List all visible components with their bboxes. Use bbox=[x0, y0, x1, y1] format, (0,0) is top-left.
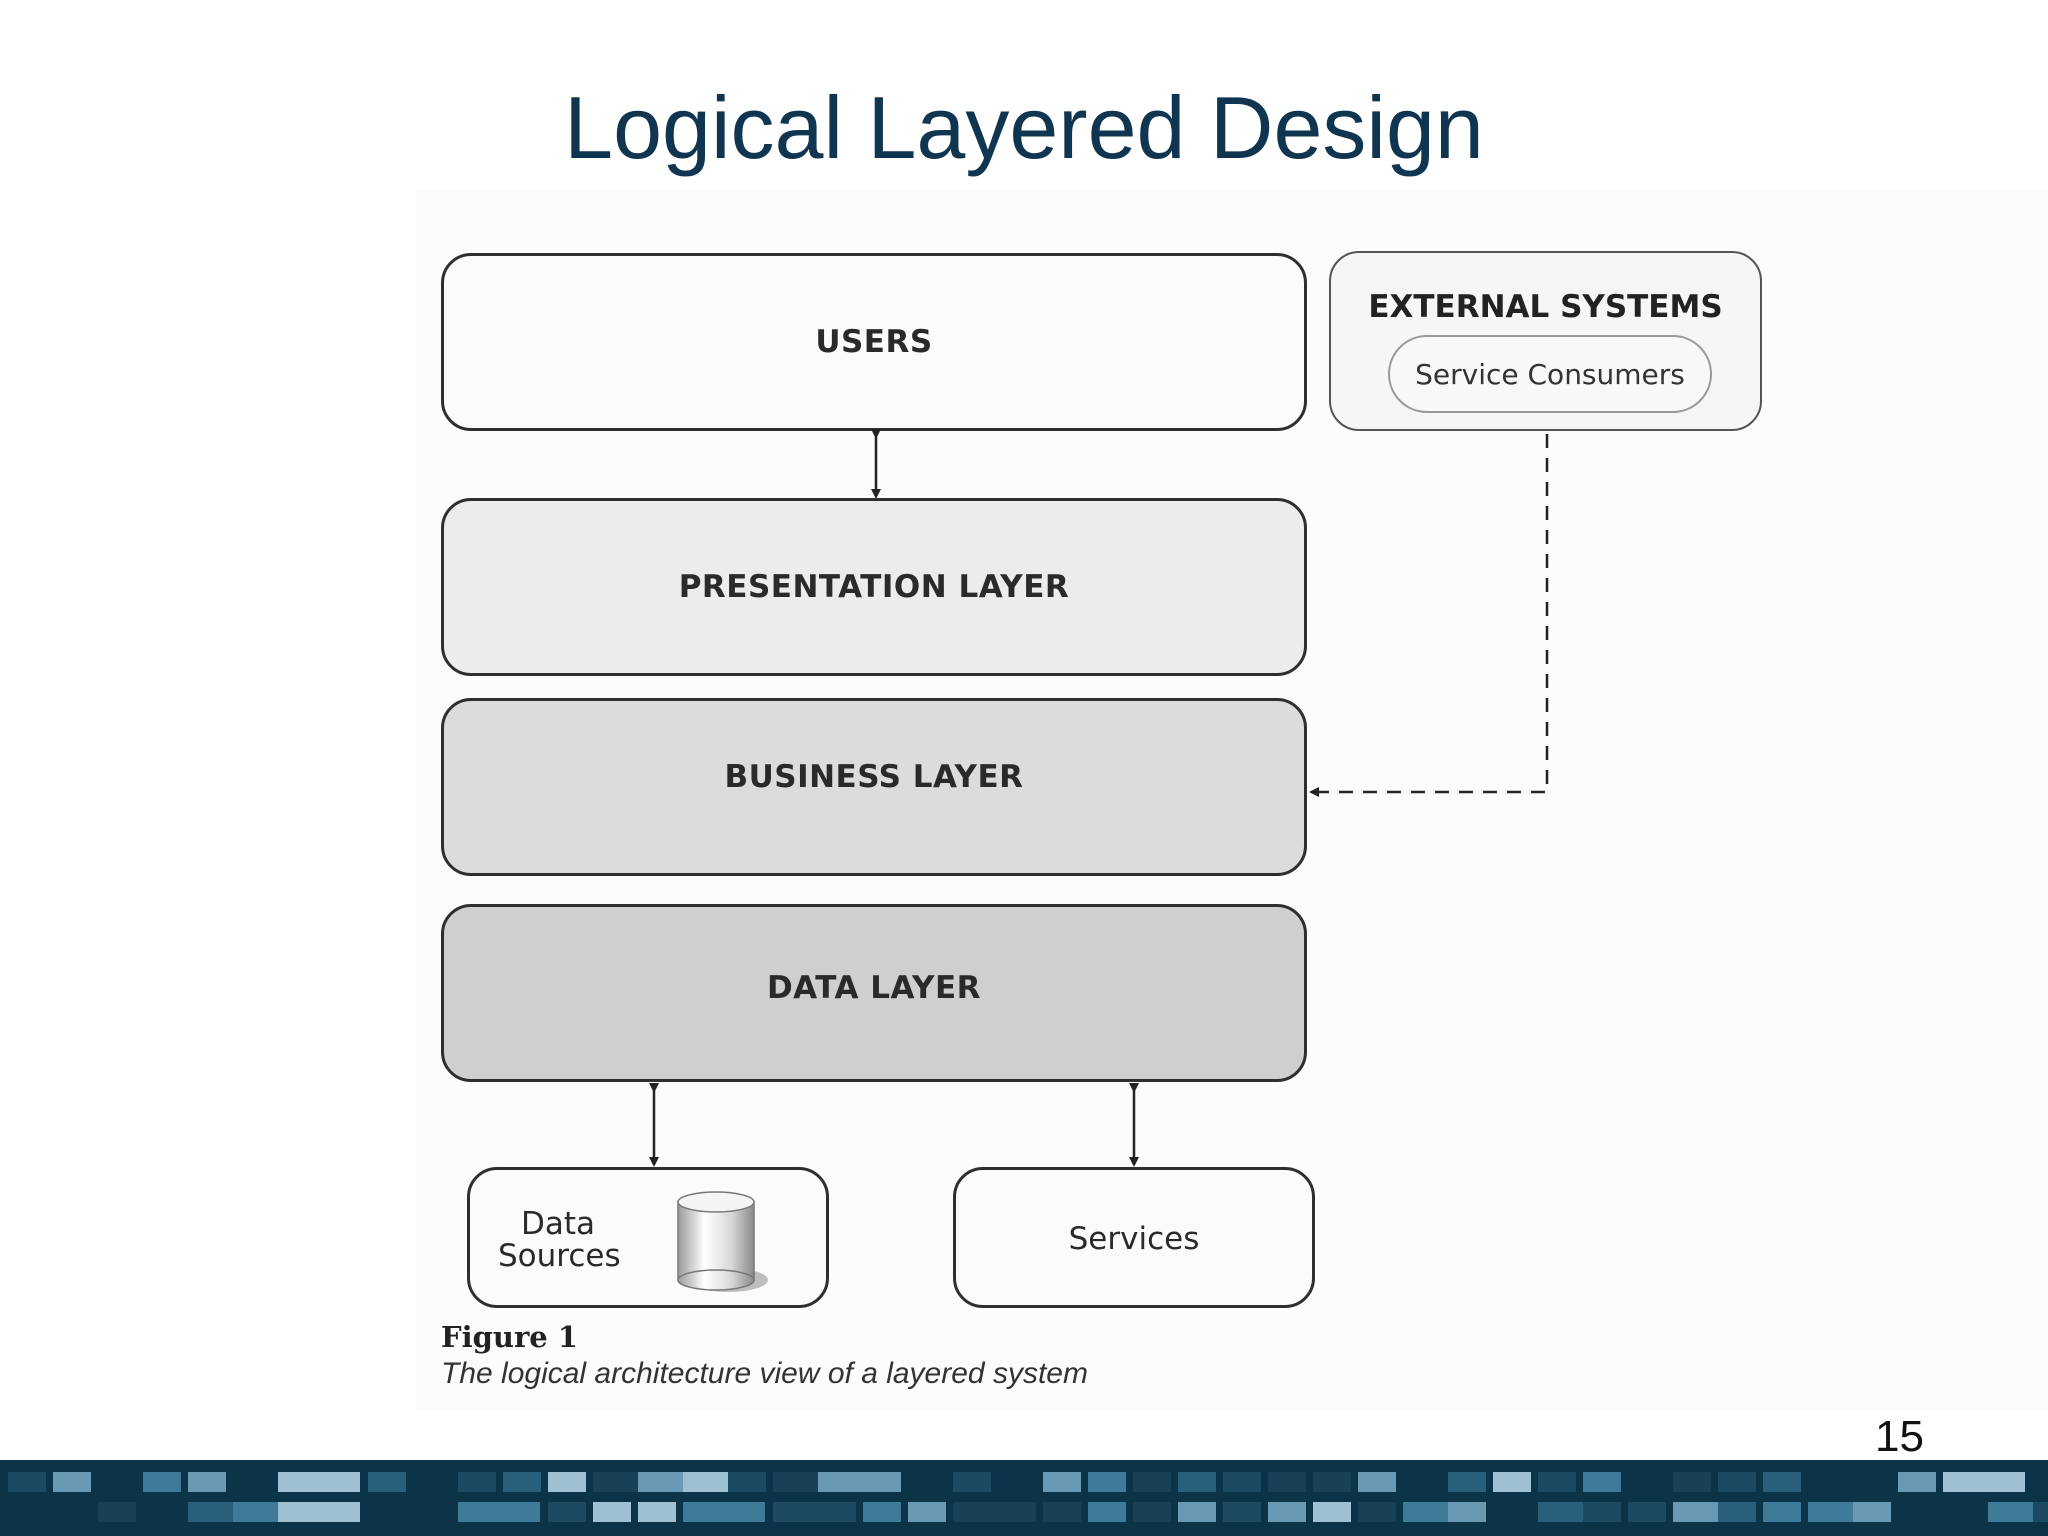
footer-tile bbox=[503, 1472, 541, 1492]
footer-tile bbox=[1088, 1502, 1126, 1522]
footer-tile bbox=[683, 1502, 765, 1522]
data-layer-box: DATA LAYER bbox=[441, 904, 1307, 1082]
footer-tile bbox=[1043, 1502, 1081, 1522]
footer-tile bbox=[1673, 1472, 1711, 1492]
services-label: Services bbox=[1068, 1221, 1200, 1257]
footer-tile bbox=[1763, 1472, 1801, 1492]
footer-tile bbox=[278, 1502, 360, 1522]
footer-tile bbox=[1628, 1502, 1666, 1522]
footer-tile bbox=[593, 1502, 631, 1522]
footer-tile bbox=[1538, 1472, 1576, 1492]
footer-tile bbox=[1898, 1472, 1936, 1492]
footer-tile bbox=[1313, 1472, 1351, 1492]
data-sources-label: Data Sources bbox=[498, 1206, 621, 1274]
footer-tile bbox=[1448, 1502, 1486, 1522]
footer-tile bbox=[143, 1472, 181, 1492]
footer-tile bbox=[863, 1472, 901, 1492]
service-consumers-label: Service Consumers bbox=[1415, 357, 1685, 391]
footer-tile bbox=[1583, 1502, 1621, 1522]
footer-tile bbox=[953, 1472, 991, 1492]
footer-tile bbox=[1043, 1472, 1081, 1492]
footer-tile bbox=[1718, 1472, 1756, 1492]
data-sources-line2: Sources bbox=[498, 1238, 621, 1274]
footer-tile bbox=[1313, 1502, 1351, 1522]
presentation-layer-label: PRESENTATION LAYER bbox=[678, 569, 1070, 605]
footer-tile bbox=[1178, 1502, 1216, 1522]
external-systems-label: EXTERNAL SYSTEMS bbox=[1368, 289, 1723, 325]
external-to-business-arrow bbox=[1309, 434, 1549, 797]
footer-tile bbox=[548, 1502, 586, 1522]
data-layer-label: DATA LAYER bbox=[766, 970, 982, 1006]
footer-tile bbox=[1448, 1472, 1486, 1492]
footer-tile bbox=[1763, 1502, 1801, 1522]
figure-label: Figure 1 bbox=[441, 1320, 578, 1354]
footer-tile bbox=[863, 1502, 901, 1522]
footer-tile bbox=[1943, 1472, 2025, 1492]
footer-tile bbox=[1133, 1472, 1171, 1492]
footer-tile bbox=[1583, 1472, 1621, 1492]
footer-tile bbox=[8, 1472, 46, 1492]
data-sources-line1: Data bbox=[520, 1206, 596, 1242]
slide-title: Logical Layered Design bbox=[564, 78, 1484, 177]
footer-tile bbox=[1718, 1502, 1756, 1522]
footer-tile bbox=[1493, 1472, 1531, 1492]
footer-tile bbox=[1358, 1472, 1396, 1492]
footer-tile bbox=[458, 1502, 540, 1522]
footer-tile bbox=[1853, 1502, 1891, 1522]
footer-tile bbox=[98, 1502, 136, 1522]
footer-tile bbox=[1178, 1472, 1216, 1492]
footer-tile bbox=[278, 1472, 360, 1492]
data-sources-box: Data Sources bbox=[467, 1167, 829, 1308]
users-label: USERS bbox=[815, 324, 933, 360]
footer-tile bbox=[1268, 1502, 1306, 1522]
footer-tile bbox=[908, 1502, 946, 1522]
presentation-layer-box: PRESENTATION LAYER bbox=[441, 498, 1307, 676]
footer-tile bbox=[548, 1472, 586, 1492]
footer-tile bbox=[188, 1472, 226, 1492]
footer-tile bbox=[728, 1472, 766, 1492]
footer-tile bbox=[1133, 1502, 1171, 1522]
database-icon bbox=[677, 1191, 768, 1292]
footer-tile bbox=[1358, 1502, 1396, 1522]
footer-tile bbox=[53, 1472, 91, 1492]
footer-tile bbox=[368, 1472, 406, 1492]
external-systems-box: EXTERNAL SYSTEMS Service Consumers bbox=[1329, 251, 1762, 431]
footer-tile bbox=[1268, 1472, 1306, 1492]
footer-bar bbox=[0, 1460, 2048, 1536]
footer-tile bbox=[458, 1472, 496, 1492]
footer-tile bbox=[998, 1502, 1036, 1522]
footer-tile bbox=[638, 1502, 676, 1522]
services-box: Services bbox=[953, 1167, 1315, 1308]
footer-tile bbox=[1223, 1472, 1261, 1492]
page-number: 15 bbox=[1875, 1412, 1924, 1461]
footer-tile bbox=[818, 1502, 856, 1522]
footer-tile bbox=[2033, 1502, 2048, 1522]
footer-tile bbox=[1223, 1502, 1261, 1522]
service-consumers-pill: Service Consumers bbox=[1388, 335, 1712, 413]
business-layer-box: BUSINESS LAYER bbox=[441, 698, 1307, 876]
business-layer-label: BUSINESS LAYER bbox=[724, 759, 1024, 795]
footer-tile bbox=[1088, 1472, 1126, 1492]
figure-caption: The logical architecture view of a layer… bbox=[441, 1357, 1088, 1390]
